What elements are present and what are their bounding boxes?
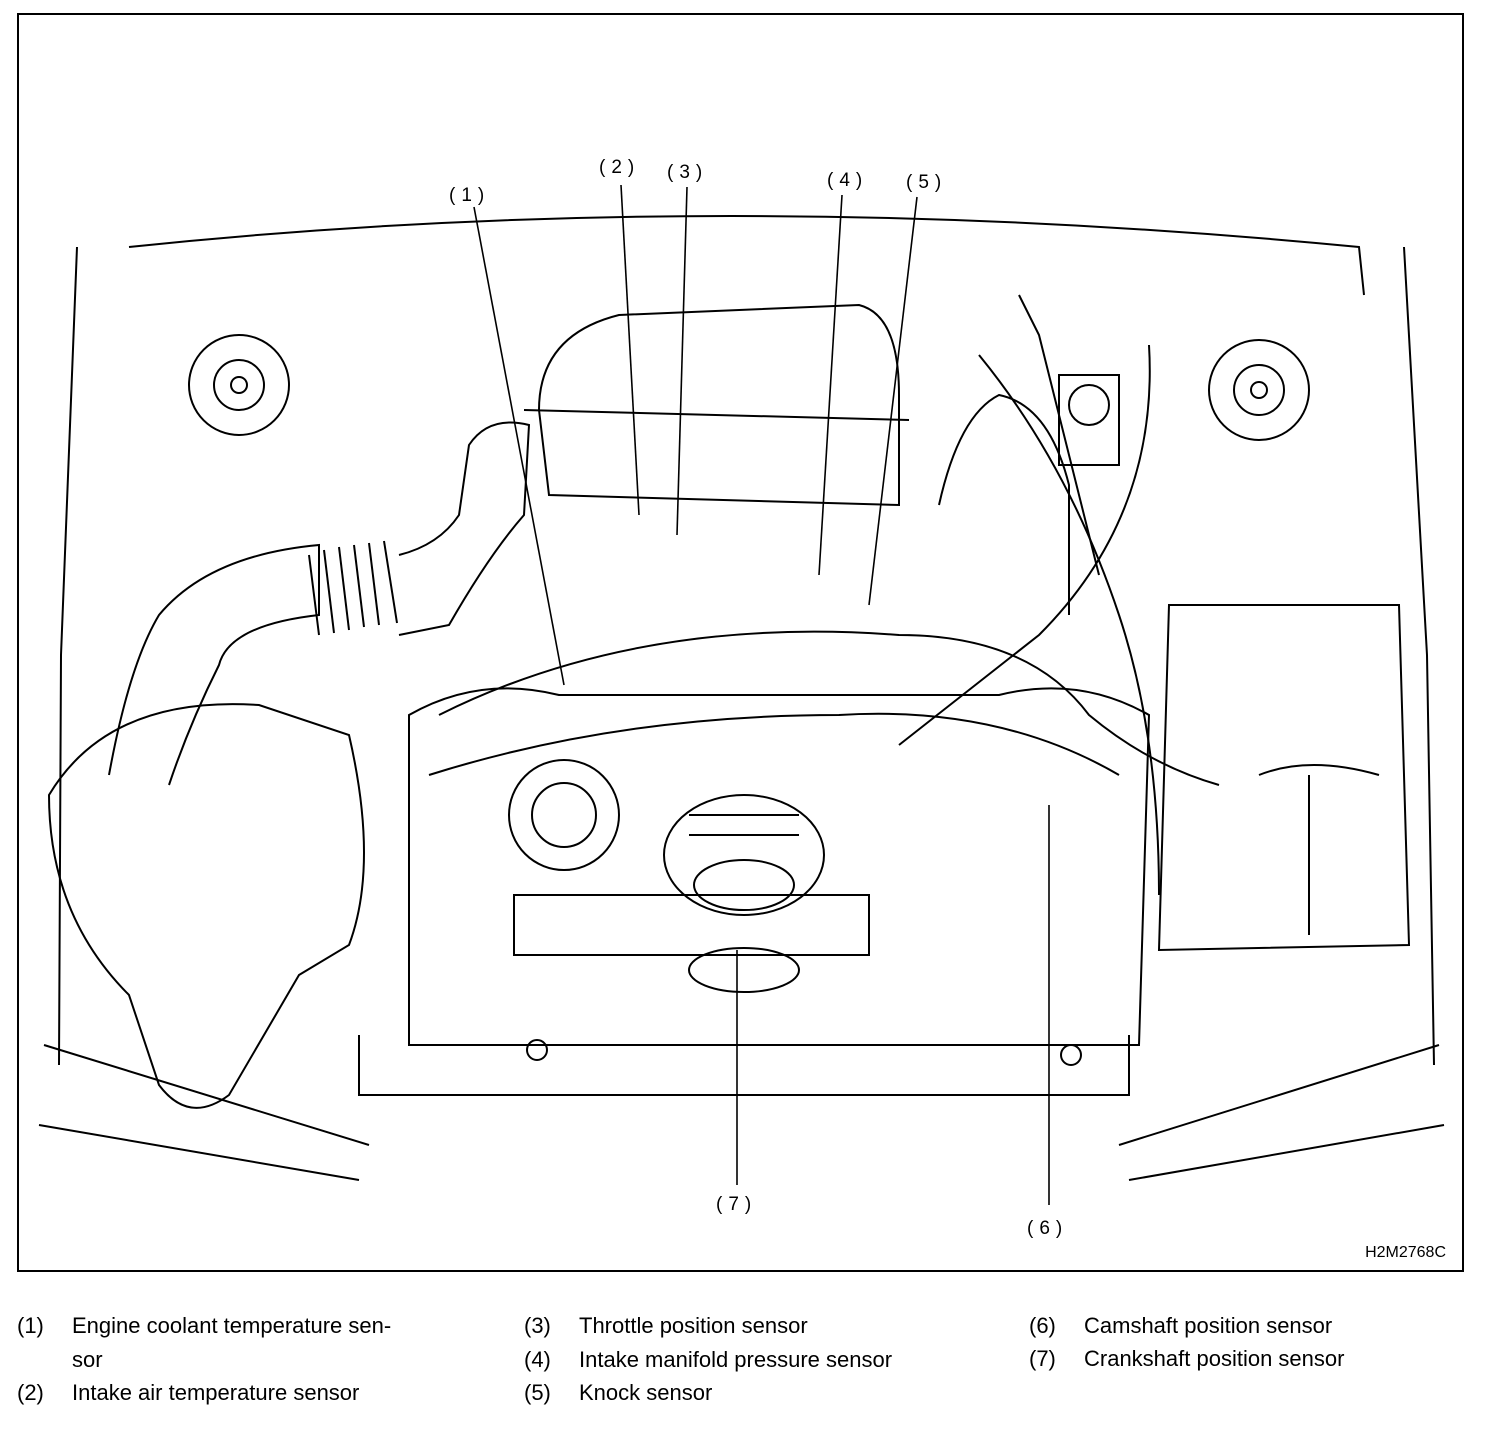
- crankshaft-pulley: [688, 947, 800, 993]
- air-cleaner-box: [47, 703, 365, 1109]
- legend-num: (1): [17, 1313, 44, 1338]
- legend-item-7: (7) Crankshaft position sensor: [1029, 1342, 1489, 1376]
- callout-7: (7): [716, 1194, 758, 1215]
- legend-text: Intake air temperature sensor: [72, 1380, 360, 1405]
- callout-1: (1): [449, 185, 491, 206]
- hose-1: [938, 393, 1070, 615]
- legend-text-cont: sor: [72, 1347, 103, 1372]
- callout-4: (4): [827, 170, 869, 191]
- legend-num: (5): [524, 1380, 551, 1405]
- legend-text: Camshaft position sensor: [1084, 1313, 1333, 1338]
- legend-item-5: (5) Knock sensor: [524, 1376, 1004, 1410]
- engine-bay-drawing: [38, 184, 1445, 1205]
- engine-bay-figure: (1) (2) (3) (4) (5) (6) (7) H2M2768C: [17, 13, 1464, 1272]
- legend-text: Intake manifold pressure sensor: [579, 1347, 893, 1372]
- intake-plenum: [537, 303, 900, 507]
- harness-3: [898, 344, 1151, 746]
- hood-line: [128, 215, 1365, 296]
- crank-pulley-icon: [508, 759, 620, 871]
- legend-text: Throttle position sensor: [579, 1313, 808, 1338]
- right-strut-tower-icon: [1208, 339, 1310, 441]
- intake-hose: [398, 421, 531, 636]
- hose-2: [978, 354, 1160, 896]
- legend-item-3: (3) Throttle position sensor: [524, 1309, 1004, 1343]
- leader-1: [473, 206, 565, 686]
- legend-item-2: (2) Intake air temperature sensor: [17, 1376, 497, 1410]
- callout-6: (6): [1027, 1218, 1069, 1239]
- radiator-bolt-left: [526, 1039, 548, 1061]
- leader-5: [868, 196, 918, 606]
- lower-panel: [38, 1124, 1445, 1181]
- legend-text: Crankshaft position sensor: [1084, 1346, 1345, 1371]
- alternator-icon: [663, 794, 825, 916]
- legend-num: (7): [1029, 1346, 1056, 1371]
- plenum-top: [523, 409, 910, 421]
- legend-num: (6): [1029, 1313, 1056, 1338]
- leader-4: [818, 194, 843, 576]
- harness-2: [428, 712, 1120, 776]
- callout-5: (5): [906, 172, 948, 193]
- legend-text: Engine coolant temperature sen-: [72, 1313, 392, 1338]
- legend-item-4: (4) Intake manifold pressure sensor: [524, 1343, 1004, 1377]
- legend-text: Knock sensor: [579, 1380, 713, 1405]
- engine-block: [408, 687, 1151, 1046]
- leader-2: [620, 184, 640, 516]
- legend-item-1: (1) Engine coolant temperature sen- sor: [17, 1309, 497, 1379]
- intake-bellows-icon: [308, 540, 398, 636]
- left-strut-tower-icon: [188, 334, 290, 436]
- harness-1: [438, 630, 1220, 786]
- harness-4: [1018, 294, 1100, 576]
- battery-top: [1258, 764, 1380, 935]
- callout-3: (3): [667, 162, 709, 183]
- radiator-bolt-right: [1060, 1044, 1082, 1066]
- body-outline: [58, 246, 1435, 1066]
- radiator-support: [358, 1035, 1130, 1096]
- air-intake-duct: [108, 543, 320, 786]
- legend-num: (4): [524, 1347, 551, 1372]
- front-panel: [43, 1044, 1440, 1146]
- leader-3: [676, 186, 688, 536]
- figure-code: H2M2768C: [1365, 1244, 1446, 1261]
- callout-2: (2): [599, 157, 641, 178]
- battery-box: [1157, 604, 1411, 952]
- legend-num: (3): [524, 1313, 551, 1338]
- crank-cover: [513, 894, 870, 956]
- legend-item-6: (6) Camshaft position sensor: [1029, 1309, 1489, 1343]
- leader-lines: [473, 184, 1050, 1205]
- brake-reservoir-icon: [1058, 374, 1120, 466]
- legend-num: (2): [17, 1380, 44, 1405]
